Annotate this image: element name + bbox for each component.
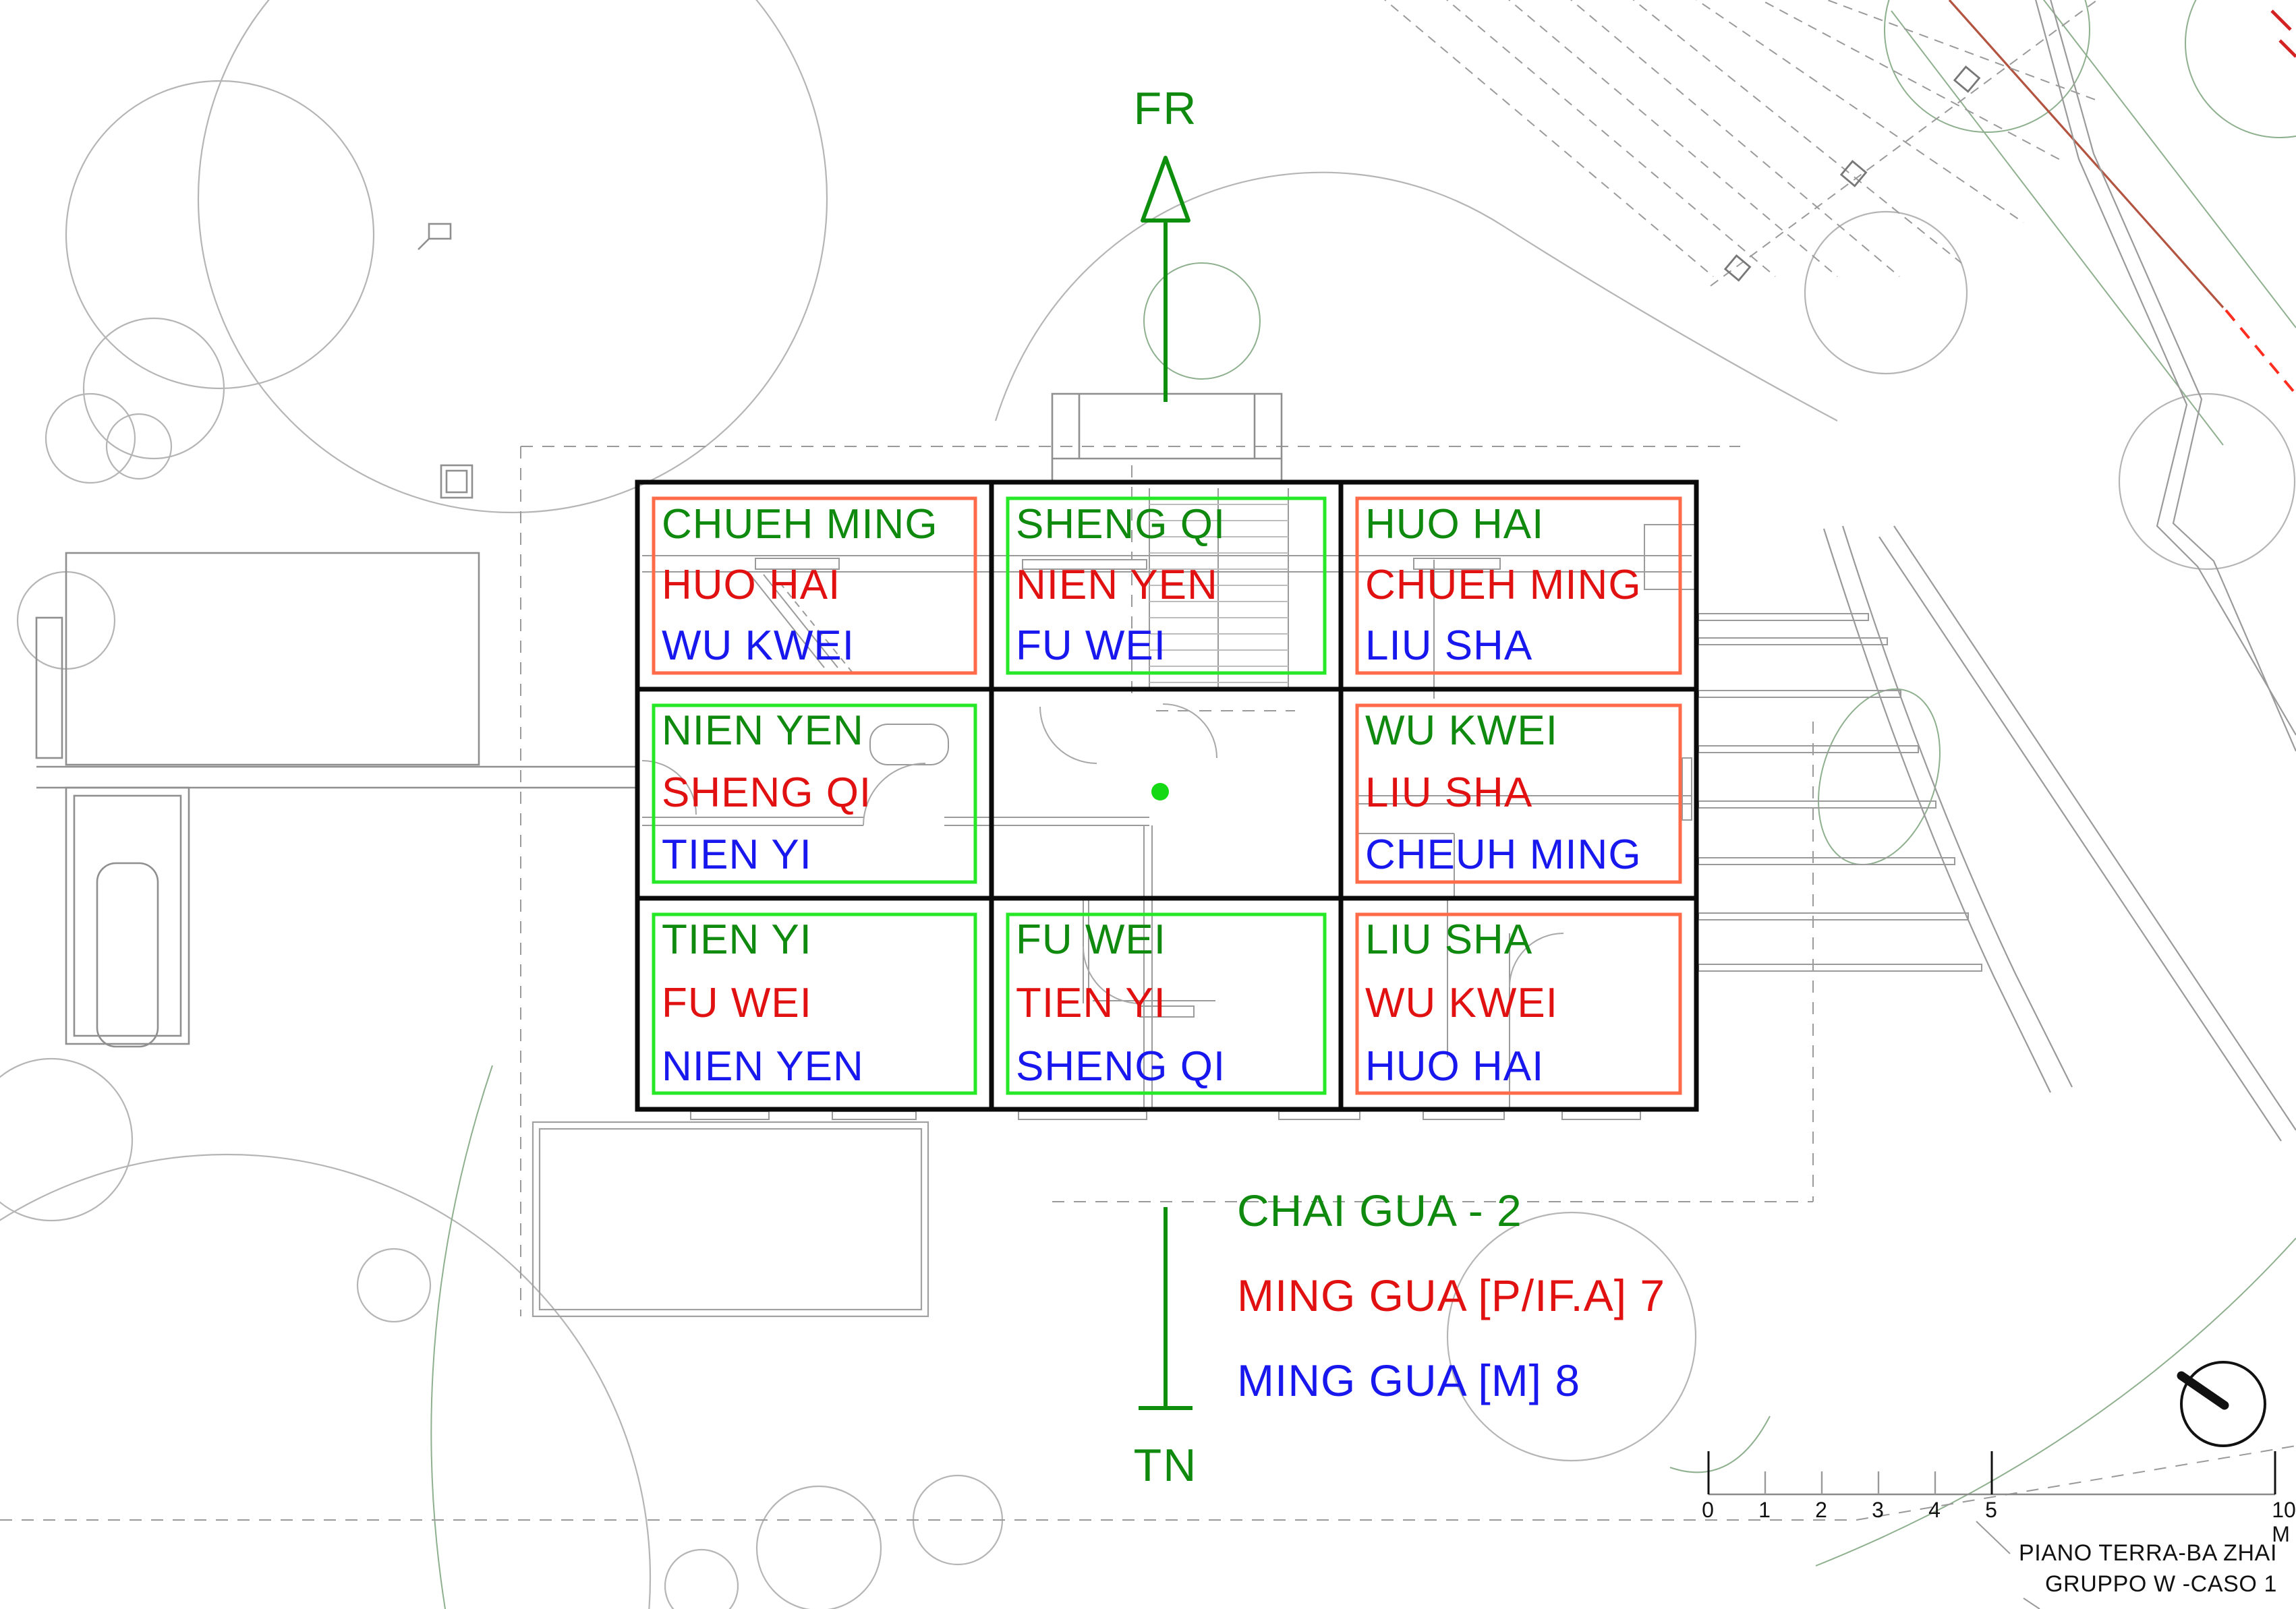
cell-line: CHEUH MING: [1365, 831, 1642, 878]
cell-line: TIEN YI: [1016, 978, 1166, 1026]
cell-box-r1c1: [652, 496, 977, 675]
cell-box-r2c1: [652, 703, 977, 884]
bazhai-cell-r1c3: HUO HAI CHUEH MING LIU SHA: [1365, 502, 1677, 666]
cell-line: SHENG QI: [662, 769, 872, 816]
interior-walls: [642, 488, 1696, 1120]
front-arrow-icon: [1141, 156, 1190, 402]
bazhai-grid-lines: [635, 479, 1699, 1112]
bazhai-cell-r2c3: WU KWEI LIU SHA CHEUH MING: [1365, 709, 1677, 875]
terrace: [532, 1121, 929, 1318]
bazhai-cell-r1c2: SHENG QI NIEN YEN FU WEI: [1016, 502, 1322, 666]
boundary-dashed-lines: [0, 446, 2296, 1521]
bazhai-cell-r3c2: FU WEI TIEN YI SHENG QI: [1016, 918, 1322, 1086]
legend-line-ming-gua-p: MING GUA [P/IF.A] 7: [1237, 1270, 1666, 1320]
scale-bar: [1707, 1451, 2276, 1609]
cell-line: WU KWEI: [1365, 978, 1558, 1026]
cell-box-r2c3: [1355, 703, 1682, 884]
pergola-posts: [1723, 65, 1981, 282]
site-paths: [1823, 0, 2296, 1142]
cell-line: TIEN YI: [662, 831, 812, 878]
cell-line: HUO HAI: [1365, 500, 1545, 547]
scale-tick-label: 5: [1985, 1500, 1997, 1523]
bazhai-cell-r1c1: CHUEH MING HUO HAI WU KWEI: [662, 502, 973, 666]
cell-box-r1c2: [1006, 496, 1327, 675]
north-compass-icon: [2177, 1361, 2266, 1447]
door-swings: [641, 703, 1564, 1004]
legend-line-ming-gua-m: MING GUA [M] 8: [1237, 1355, 1581, 1405]
cell-line: CHUEH MING: [1365, 560, 1642, 608]
site-red-lines: [1948, 0, 2296, 392]
center-marker-dot: [1151, 783, 1169, 800]
drawing-title-line2: GRUPPO W -CASO 1: [2045, 1571, 2277, 1597]
front-label: FR: [1133, 84, 1198, 135]
site-foliage-green: [430, 0, 2296, 1609]
cell-line: SHENG QI: [1016, 500, 1226, 547]
legend-line-chai-gua: CHAI GUA - 2: [1237, 1186, 1522, 1235]
cell-line: LIU SHA: [1365, 769, 1533, 816]
scale-tick-label: 0: [1702, 1500, 1714, 1523]
scale-end-label: 10 M: [2272, 1500, 2296, 1547]
cell-line: FU WEI: [1016, 916, 1166, 963]
cell-box-r1c3: [1355, 496, 1682, 675]
bazhai-cell-r3c3: LIU SHA WU KWEI HUO HAI: [1365, 918, 1677, 1086]
cell-box-r3c1: [652, 912, 977, 1095]
cell-line: CHUEH MING: [662, 500, 938, 547]
cell-line: HUO HAI: [1365, 1042, 1545, 1089]
cell-line: HUO HAI: [662, 560, 841, 608]
cell-line: FU WEI: [662, 978, 812, 1026]
north-label: TN: [1133, 1440, 1198, 1492]
cell-line: WU KWEI: [1365, 707, 1558, 754]
bazhai-cell-r3c1: TIEN YI FU WEI NIEN YEN: [662, 918, 973, 1086]
scale-tick-label: 4: [1928, 1500, 1941, 1523]
cell-line: FU WEI: [1016, 622, 1166, 669]
cell-line: WU KWEI: [662, 622, 855, 669]
cell-line: LIU SHA: [1365, 916, 1533, 963]
cell-line: NIEN YEN: [1016, 560, 1218, 608]
pergola-dashed-structure: [1383, 0, 2100, 287]
scale-tick-label: 2: [1815, 1500, 1827, 1523]
true-north-marker: [1139, 1207, 1193, 1410]
bazhai-cell-r2c1: NIEN YEN SHENG QI TIEN YI: [662, 709, 973, 875]
scale-tick-label: 3: [1872, 1500, 1884, 1523]
feng-shui-legend: CHAI GUA - 2 MING GUA [P/IF.A] 7 MING GU…: [1237, 1168, 1665, 1423]
cell-line: NIEN YEN: [662, 1042, 864, 1089]
cell-box-r3c2: [1006, 912, 1327, 1095]
cell-line: SHENG QI: [1016, 1042, 1226, 1089]
cell-box-r3c3: [1355, 912, 1682, 1095]
terraced-slats: [1698, 613, 1982, 972]
title-block: PIANO TERRA-BA ZHAI GRUPPO W -CASO 1: [2019, 1538, 2277, 1600]
scale-tick-label: 1: [1758, 1500, 1771, 1523]
drawing-title-line1: PIANO TERRA-BA ZHAI: [2019, 1540, 2277, 1566]
cell-line: TIEN YI: [662, 916, 812, 963]
cell-line: LIU SHA: [1365, 622, 1533, 669]
cell-inner-boxes: [652, 496, 1682, 1095]
cell-line: NIEN YEN: [662, 707, 864, 754]
